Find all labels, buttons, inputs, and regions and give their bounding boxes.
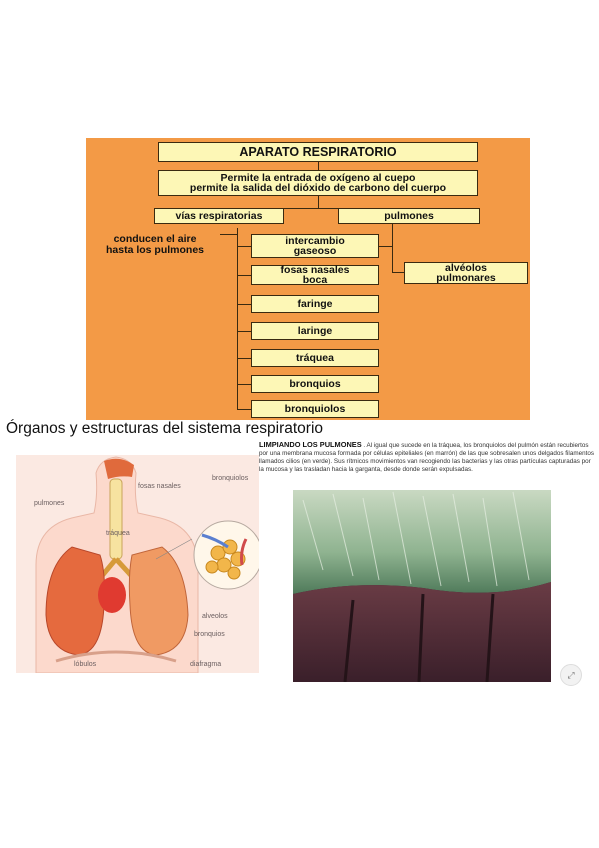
fosas-line-1: fosas nasales — [280, 263, 350, 276]
laringe-box: laringe — [251, 322, 379, 340]
map-title: APARATO RESPIRATORIO — [158, 142, 478, 162]
paragraph-body: . Al igual que sucede en la tráquea, los… — [259, 442, 594, 473]
conducen-text: conducen el aire hasta los pulmones — [90, 234, 220, 255]
intercambio-box: intercambio gaseoso — [251, 234, 379, 258]
paragraph-heading: LIMPIANDO LOS PULMONES — [259, 440, 362, 449]
vias-respiratorias-box: vías respiratorias — [154, 208, 284, 224]
alveolos-box: alvéolos pulmonares — [404, 262, 528, 284]
label-lobulos: lóbulos — [74, 661, 97, 668]
label-pulmones: pulmones — [34, 500, 65, 507]
bronquiolos-box: bronquiolos — [251, 400, 379, 418]
label-alveolos: alveolos — [202, 613, 228, 620]
label-bronquios: bronquios — [194, 631, 225, 638]
concept-map: APARATO RESPIRATORIO Permite la entrada … — [86, 138, 530, 420]
alveolos-line-1: alvéolos — [444, 261, 488, 274]
pulmones-box: pulmones — [338, 208, 480, 224]
fosas-line-2: boca — [302, 274, 328, 286]
fosas-box: fosas nasales boca — [251, 263, 379, 286]
bronquios-box: bronquios — [251, 375, 379, 393]
traquea-box: tráquea — [251, 349, 379, 367]
intercambio-line-2: gaseoso — [293, 245, 337, 257]
label-bronquiolos: bronquiolos — [212, 475, 249, 482]
cleaning-lungs-paragraph: LIMPIANDO LOS PULMONES . Al igual que su… — [259, 440, 595, 473]
cilia-micrograph — [293, 490, 551, 682]
function-line-1: Permite la entrada de oxígeno al cuepo — [220, 171, 416, 184]
section-title: Órganos y estructuras del sistema respir… — [6, 420, 324, 437]
label-diafragma: diafragma — [190, 661, 222, 668]
faringe-box: faringe — [251, 295, 379, 313]
function-box: Permite la entrada de oxígeno al cuepo p… — [158, 170, 478, 196]
function-line-2: permite la salida del dióxido de carbono… — [189, 182, 447, 194]
intercambio-line-1: intercambio — [285, 234, 345, 247]
conducen-line-1: conducen el aire — [113, 233, 197, 245]
label-fosas-nasales: fosas nasales — [138, 483, 181, 490]
respiratory-anatomy-illustration: pulmones fosas nasales bronquiolos tráqu… — [16, 455, 259, 673]
anatomy-drawing — [35, 456, 259, 673]
conducen-line-2: hasta los pulmones — [105, 243, 205, 256]
micrograph-drawing — [293, 490, 551, 682]
label-traquea: tráquea — [106, 530, 130, 537]
expand-icon: ⤢ — [567, 669, 575, 680]
alveolos-line-2: pulmonares — [436, 272, 496, 284]
expand-button[interactable]: ⤢ — [560, 664, 582, 686]
